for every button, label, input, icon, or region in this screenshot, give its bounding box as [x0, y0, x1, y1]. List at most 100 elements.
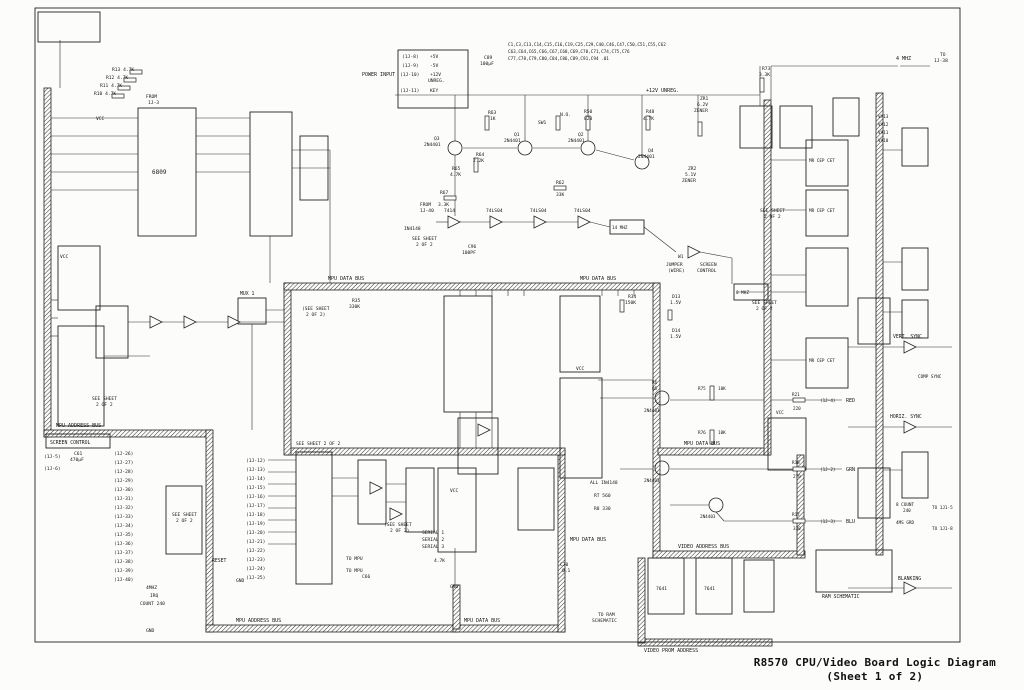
- schematic-label: 10K: [718, 386, 726, 392]
- schematic-label: (1J-20): [246, 530, 265, 536]
- schematic-label: (1J-36): [114, 541, 133, 547]
- bus-segment: [557, 449, 566, 633]
- schematic-label: (SEE SHEET: [302, 306, 330, 312]
- ic-box: [733, 283, 769, 301]
- schematic-label: R11 4.7K: [100, 83, 122, 89]
- resistor-symbol: [553, 185, 567, 191]
- schematic-label: TO MPU: [346, 568, 363, 574]
- resistor-symbol: [555, 115, 561, 131]
- resistor-symbol: [117, 85, 131, 91]
- gate-symbol: [477, 423, 491, 437]
- schematic-label: 220: [793, 406, 801, 412]
- gate-symbol: [489, 215, 503, 229]
- schematic-label: (1J-6): [44, 466, 61, 472]
- schematic-label: SERIAL 2: [422, 537, 444, 543]
- schematic-label: R76: [698, 430, 706, 436]
- schematic-label: FROM: [420, 202, 431, 208]
- schematic-label: (1J-34): [114, 523, 133, 529]
- schematic-label: 5.1V: [685, 172, 696, 178]
- gate-symbol: [903, 340, 917, 354]
- schematic-label: SEE SHEET: [172, 512, 197, 518]
- schematic-label: GND: [450, 584, 459, 590]
- ic-box: [805, 139, 849, 187]
- schematic-label: R18: [792, 460, 800, 466]
- schematic-label: VERT. SYNC: [893, 334, 922, 340]
- schematic-label: 3.3K: [438, 202, 449, 208]
- schematic-label: R34: [628, 294, 637, 300]
- gate-symbol: [577, 215, 591, 229]
- ic-box: [34, 7, 961, 643]
- schematic-label: 470µF: [70, 457, 84, 463]
- schematic-label: 330K: [349, 304, 360, 310]
- schematic-label: R67: [440, 190, 449, 196]
- schematic-label: RESET: [212, 558, 227, 564]
- schematic-label: MPU DATA BUS: [464, 618, 500, 624]
- bus-segment: [285, 447, 566, 456]
- schematic-label: 2N4401: [504, 138, 521, 144]
- ic-box: [299, 135, 329, 201]
- schematic-label: R35: [352, 298, 361, 304]
- schematic-label: 33K: [556, 192, 565, 198]
- schematic-label: MR CEP CET: [809, 158, 835, 164]
- schematic-label: SERIAL 1: [422, 530, 444, 536]
- schematic-label: (1J-15): [246, 485, 265, 491]
- schematic-label: VCC: [776, 410, 784, 416]
- ic-box: [647, 557, 685, 615]
- schematic-label: GND: [236, 578, 245, 584]
- wire: [589, 221, 611, 228]
- ic-box: [57, 325, 105, 427]
- schematic-label: 4.7K: [434, 558, 445, 564]
- transistor-symbol: [654, 390, 670, 406]
- schematic-label: VIDEO ADDRESS BUS: [678, 544, 729, 550]
- schematic-label: R48: [646, 109, 655, 115]
- schematic-label: 2N4401: [424, 142, 441, 148]
- schematic-label: W1: [678, 254, 684, 260]
- schematic-label: MPU DATA BUS: [570, 537, 606, 543]
- resistor-symbol: [645, 115, 651, 131]
- resistor-symbol: [619, 299, 625, 313]
- ic-box: [743, 559, 775, 613]
- schematic-label: 270: [793, 474, 801, 480]
- schematic-label: 10K: [718, 430, 726, 436]
- resistor-symbol: [585, 115, 591, 131]
- schematic-label: +5V: [430, 54, 439, 60]
- ic-box: [901, 299, 929, 339]
- schematic-label: 2N4401: [638, 154, 655, 160]
- bus-segment: [43, 429, 213, 438]
- ic-box: [857, 297, 891, 345]
- gate-symbol: [687, 245, 701, 259]
- ic-box: [443, 295, 493, 413]
- schematic-label: Q4: [648, 148, 654, 154]
- schematic-label: +12V: [430, 72, 441, 78]
- schematic-label: (1J-23): [246, 557, 265, 563]
- ic-box: [695, 557, 733, 615]
- schematic-label: ALL IN4148: [590, 480, 618, 486]
- schematic-label: 1.5V: [670, 334, 681, 340]
- schematic-label: SEE SHEET: [92, 396, 117, 402]
- schematic-label: C63,C64,C65,C66,C67,C68,C69,C70,C71,C74,…: [508, 49, 630, 55]
- ic-box: [37, 11, 101, 43]
- schematic-label: Q5: [652, 386, 658, 392]
- schematic-label: 4.7K: [450, 172, 461, 178]
- ic-box: [779, 105, 813, 149]
- schematic-label: BLU: [846, 519, 855, 525]
- schematic-label: 74LS04: [486, 208, 503, 214]
- schematic-label: ZENER: [682, 178, 696, 184]
- schematic-label: (1J-2): [820, 467, 836, 473]
- schematic-label: 7641: [656, 586, 667, 592]
- schematic-label: (1J-14): [246, 476, 265, 482]
- schematic-label: (1J-39): [114, 568, 133, 574]
- schematic-label: VA10: [878, 138, 889, 144]
- schematic-label: 2N4403: [644, 408, 660, 414]
- schematic-label: SEE SHEET 2 OF 2: [296, 441, 340, 447]
- gate-symbol: [447, 215, 461, 229]
- schematic-label: 330: [793, 526, 801, 532]
- schematic-label: 2 OF 2: [756, 306, 773, 312]
- transistor-symbol: [580, 140, 596, 156]
- schematic-label: 7414: [444, 208, 455, 214]
- schematic-label: (1J-10): [400, 72, 419, 78]
- schematic-label: C96: [468, 244, 477, 250]
- bus-segment: [283, 282, 292, 456]
- schematic-label: VCC: [60, 254, 69, 260]
